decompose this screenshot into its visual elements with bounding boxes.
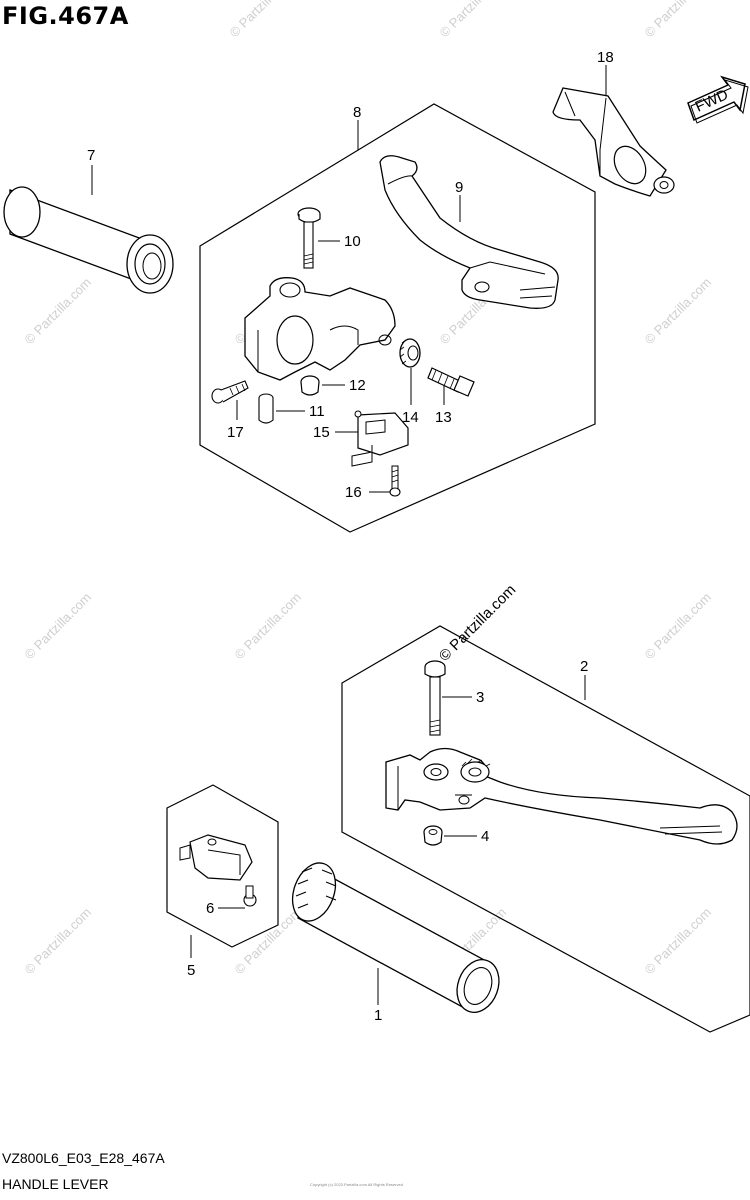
callout-12: 12 bbox=[349, 377, 366, 394]
clutch-switch bbox=[351, 410, 409, 467]
brake-switch bbox=[179, 834, 253, 881]
callout-11: 11 bbox=[309, 403, 325, 420]
watermark: © Partzilla.com bbox=[437, 0, 510, 40]
watermark: © Partzilla.com bbox=[642, 0, 715, 40]
watermark-dark: © Partzilla.com bbox=[436, 581, 519, 664]
figure-title: FIG.467A bbox=[2, 2, 129, 30]
diagram-caption: HANDLE LEVER bbox=[2, 1176, 109, 1192]
callout-5: 5 bbox=[187, 962, 195, 979]
watermark: © Partzilla.com bbox=[22, 905, 95, 978]
clutch-perch-bracket bbox=[244, 277, 396, 381]
cable-adjuster bbox=[427, 367, 475, 397]
callout-2: 2 bbox=[580, 658, 588, 675]
clutch-assembly-box bbox=[199, 103, 596, 533]
fine-print: Copyright (c) 2023 Partzilla.com All Rig… bbox=[310, 1182, 403, 1187]
collar-11 bbox=[258, 393, 274, 424]
watermark: © Partzilla.com bbox=[227, 0, 300, 40]
brake-switch-box bbox=[166, 784, 279, 948]
leader-lines bbox=[91, 65, 607, 1005]
callout-17: 17 bbox=[227, 424, 244, 441]
callout-14: 14 bbox=[402, 409, 419, 426]
callout-18: 18 bbox=[597, 49, 614, 66]
callout-15: 15 bbox=[313, 424, 330, 441]
lever-nut-4 bbox=[423, 825, 443, 846]
diagram-code: VZ800L6_E03_E28_467A bbox=[2, 1150, 165, 1166]
watermark: © Partzilla.com bbox=[22, 590, 95, 663]
callout-7: 7 bbox=[87, 147, 95, 164]
callout-6: 6 bbox=[206, 900, 214, 917]
watermark: © Partzilla.com bbox=[642, 590, 715, 663]
brake-lever-assembly-box bbox=[341, 625, 750, 1033]
callout-16: 16 bbox=[345, 484, 362, 501]
throttle-grip bbox=[291, 862, 500, 1013]
switch-screw-16 bbox=[389, 465, 401, 497]
callout-9: 9 bbox=[455, 179, 463, 196]
switch-screw-6 bbox=[243, 885, 257, 907]
lock-nut bbox=[399, 338, 421, 368]
callout-3: 3 bbox=[476, 689, 484, 706]
callout-labels: 7 8 9 10 18 12 11 17 15 16 14 13 2 3 4 6… bbox=[87, 49, 614, 1024]
watermark: © Partzilla.com bbox=[642, 275, 715, 348]
watermark: © Partzilla.com bbox=[22, 275, 95, 348]
watermark: © Partzilla.com bbox=[232, 905, 305, 978]
callout-1: 1 bbox=[374, 1007, 382, 1024]
lever-pivot-bolt-3 bbox=[424, 660, 446, 736]
callout-8: 8 bbox=[353, 104, 361, 121]
callout-10: 10 bbox=[344, 233, 361, 250]
nut-12 bbox=[300, 375, 320, 396]
clutch-lever bbox=[379, 155, 559, 309]
handlebar-grip bbox=[3, 186, 174, 294]
bracket-bolt-17 bbox=[211, 380, 249, 404]
direction-arrow-icon: FWD bbox=[687, 75, 749, 124]
watermark: © Partzilla.com bbox=[642, 905, 715, 978]
watermark: © Partzilla.com bbox=[232, 590, 305, 663]
pivot-bolt-10 bbox=[297, 207, 321, 269]
callout-13: 13 bbox=[435, 409, 452, 426]
brake-lever bbox=[385, 747, 738, 845]
callout-4: 4 bbox=[481, 828, 489, 845]
cable-boot bbox=[552, 87, 675, 197]
